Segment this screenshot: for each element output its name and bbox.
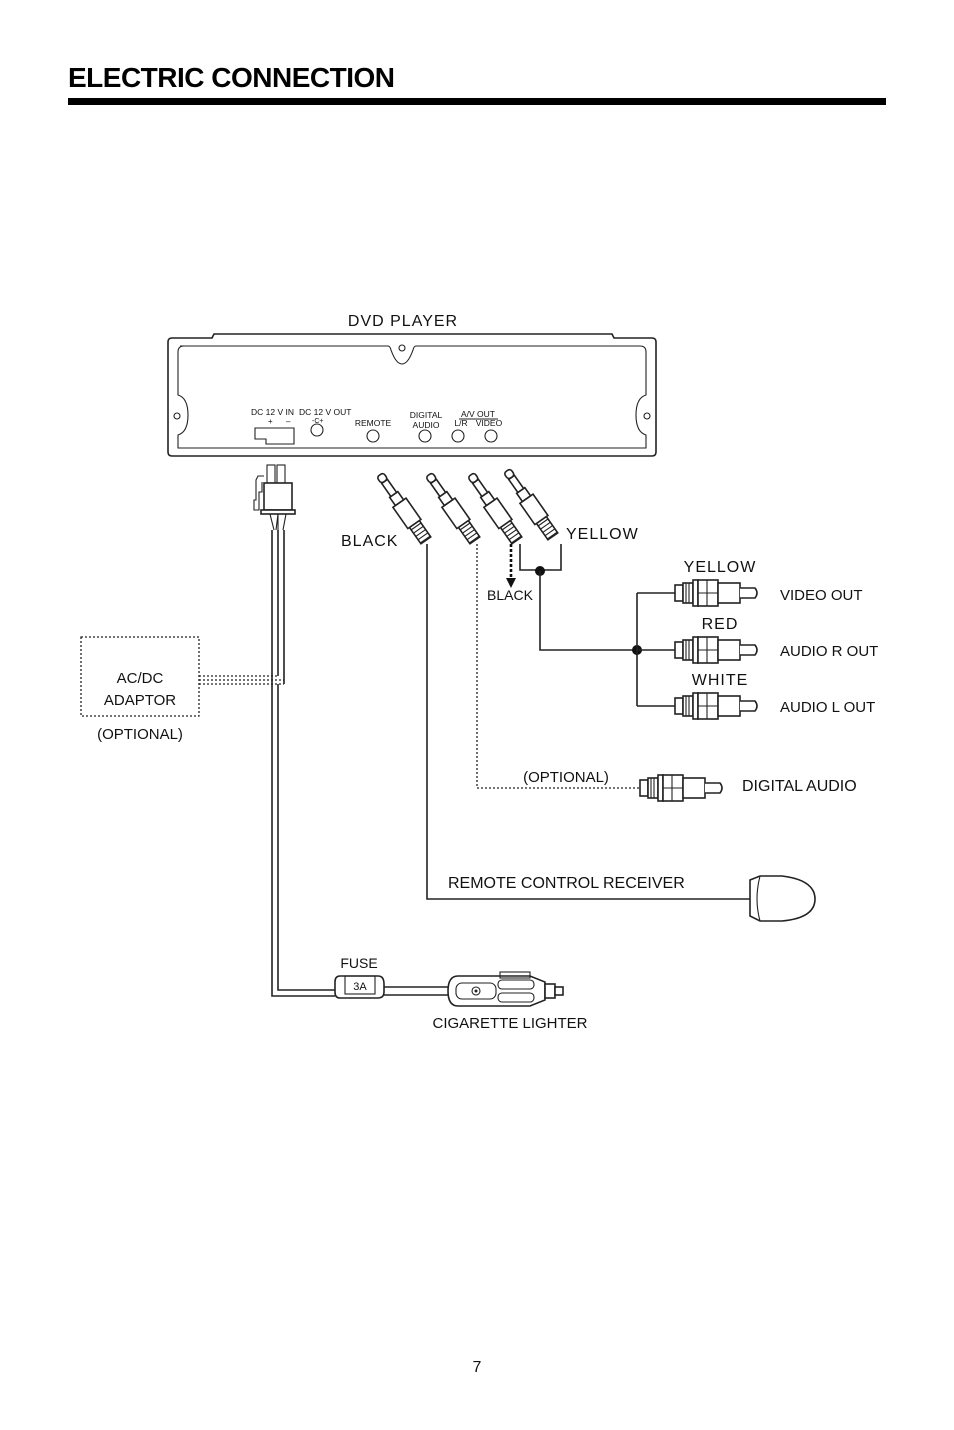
digital-audio-cable [476, 544, 640, 789]
rca-plug-white [674, 692, 758, 720]
rca-output-label-audio-r: AUDIO R OUT [780, 643, 878, 660]
fuse-rating: 3A [353, 981, 367, 993]
fuse: FUSE 3A [334, 955, 449, 999]
remote-jack[interactable] [366, 429, 380, 443]
port-label-digital: DIGITAL [410, 410, 443, 420]
digital-audio-label: DIGITAL AUDIO [742, 778, 857, 795]
power-connector [253, 464, 335, 997]
remote-cable [426, 544, 750, 900]
mount-hole-top [398, 344, 406, 352]
dvd-player-frame [177, 345, 647, 449]
ac-dc-adaptor: AC/DC ADAPTOR (OPTIONAL) [80, 636, 284, 743]
digital-audio-plug [426, 472, 481, 545]
fuse-label: FUSE [340, 955, 377, 971]
rca-output-label-video: VIDEO OUT [780, 587, 863, 604]
port-label-dc-out: DC 12 V OUT [299, 407, 351, 417]
dc-in-minus: – [286, 417, 291, 426]
black-arrow-label: BLACK [487, 587, 534, 603]
mini-plugs [377, 468, 559, 545]
rca-plug-digital [639, 774, 723, 802]
dc-out-symbol: -C+ [312, 418, 323, 425]
title-rule [68, 98, 886, 105]
rca-plug-red [674, 636, 758, 664]
port-label-video: VIDEO [476, 418, 503, 428]
lr-audio-jack[interactable] [451, 429, 465, 443]
rca-output-label-audio-l: AUDIO L OUT [780, 699, 875, 716]
digital-audio-optional-label: (OPTIONAL) [523, 769, 609, 786]
dc-in-socket[interactable] [254, 427, 295, 445]
dc-in-plus: + [268, 417, 273, 426]
page-title: ELECTRIC CONNECTION [68, 62, 395, 93]
dc-out-jack[interactable] [310, 423, 324, 437]
mount-hole-right [643, 412, 651, 420]
page-number: 7 [472, 1359, 482, 1376]
cigarette-lighter-label: CIGARETTE LIGHTER [432, 1015, 587, 1032]
remote-receiver-eye [749, 875, 816, 922]
dvd-player-label: DVD PLAYER [348, 313, 458, 330]
black-av-plug [468, 472, 523, 545]
digital-audio-jack[interactable] [418, 429, 432, 443]
port-label-audio: AUDIO [413, 420, 440, 430]
dvd-player-body [167, 333, 657, 457]
port-label-av-out: A/V OUT [461, 409, 495, 419]
yellow-av-plug [504, 468, 559, 541]
plug-label-yellow: YELLOW [566, 526, 639, 543]
cigarette-lighter-plug: CIGARETTE LIGHTER [432, 971, 588, 1032]
rca-color-label-red: RED [702, 616, 739, 633]
video-jack[interactable] [484, 429, 498, 443]
adaptor-optional-label: (OPTIONAL) [97, 726, 183, 743]
rca-color-label-yellow: YELLOW [684, 559, 757, 576]
adaptor-label-line2: ADAPTOR [104, 692, 176, 709]
rca-plugs [639, 579, 758, 802]
remote-receiver-label: REMOTE CONTROL RECEIVER [448, 875, 685, 892]
port-label-dc-in: DC 12 V IN [251, 407, 294, 417]
dvd-player: DVD PLAYER DC 12 V IN + – DC 12 V OUT -C… [167, 313, 657, 457]
rca-plug-yellow [674, 579, 758, 607]
remote-plug [377, 472, 432, 545]
adaptor-label-line1: AC/DC [117, 670, 164, 687]
port-label-remote: REMOTE [355, 418, 392, 428]
mount-hole-left [173, 412, 181, 420]
rca-split-lines [636, 592, 675, 707]
av-cable [539, 571, 637, 651]
plug-label-black: BLACK [341, 533, 398, 550]
port-label-lr: L/R [454, 418, 467, 428]
down-arrow-icon [506, 578, 516, 588]
rca-color-label-white: WHITE [692, 672, 749, 689]
